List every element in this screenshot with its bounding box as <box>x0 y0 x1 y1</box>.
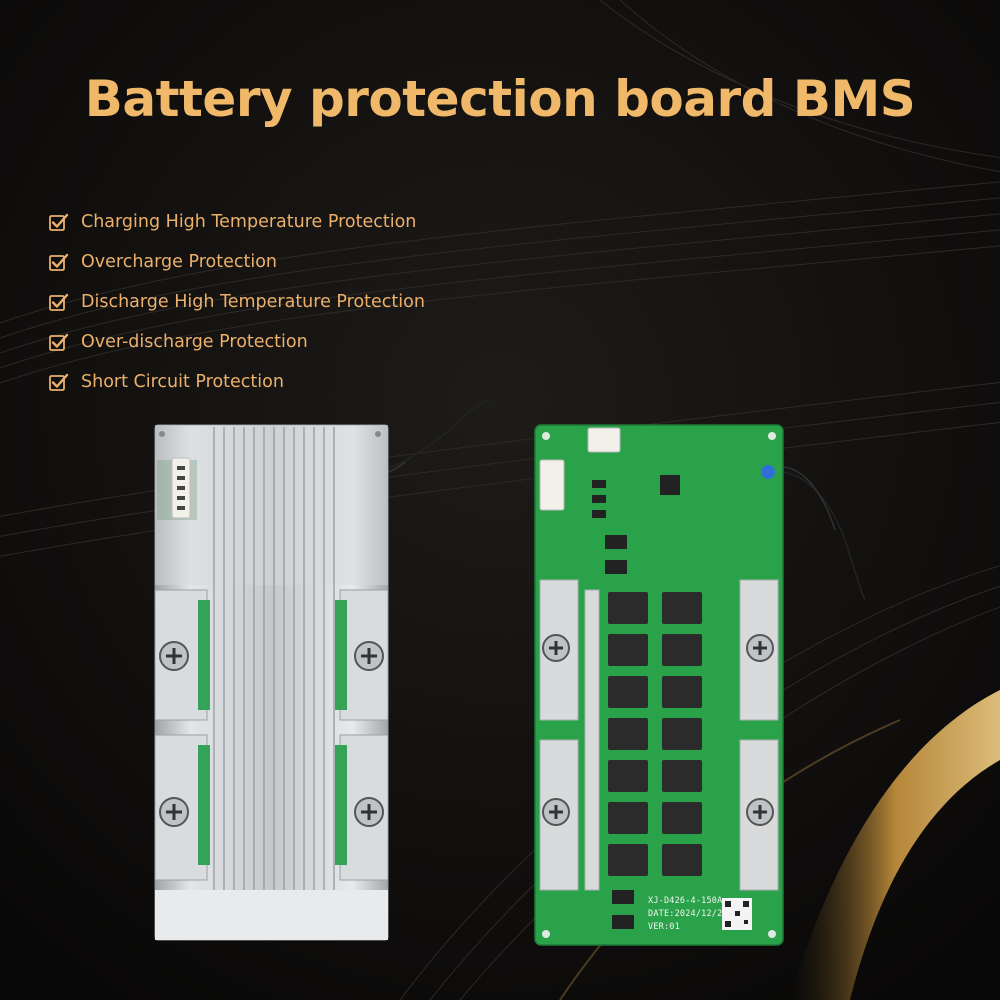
feature-label: Charging High Temperature Protection <box>81 212 417 232</box>
feature-item: Charging High Temperature Protection <box>48 202 425 242</box>
feature-label: Discharge High Temperature Protection <box>81 292 425 312</box>
pcb-model-label: XJ-D426-4-150A <box>648 896 723 906</box>
feature-item: Over-discharge Protection <box>48 322 425 362</box>
heatsink-product-image <box>154 400 500 941</box>
feature-label: Overcharge Protection <box>81 252 278 272</box>
pcb-product-image <box>534 424 866 946</box>
feature-label: Over-discharge Protection <box>81 332 308 352</box>
feature-item: Short Circuit Protection <box>48 362 425 402</box>
feature-item: Overcharge Protection <box>48 242 425 282</box>
checkbox-check-icon <box>49 333 69 351</box>
feature-label: Short Circuit Protection <box>81 372 284 392</box>
checkbox-check-icon <box>49 293 69 311</box>
checkbox-check-icon <box>49 213 69 231</box>
pcb-date-label: DATE:2024/12/2 <box>648 909 723 919</box>
feature-item: Discharge High Temperature Protection <box>48 282 425 322</box>
checkbox-check-icon <box>49 253 69 271</box>
pcb-version-label: VER:01 <box>648 922 680 932</box>
page-title: Battery protection board BMS <box>84 70 916 128</box>
checkbox-check-icon <box>49 373 69 391</box>
